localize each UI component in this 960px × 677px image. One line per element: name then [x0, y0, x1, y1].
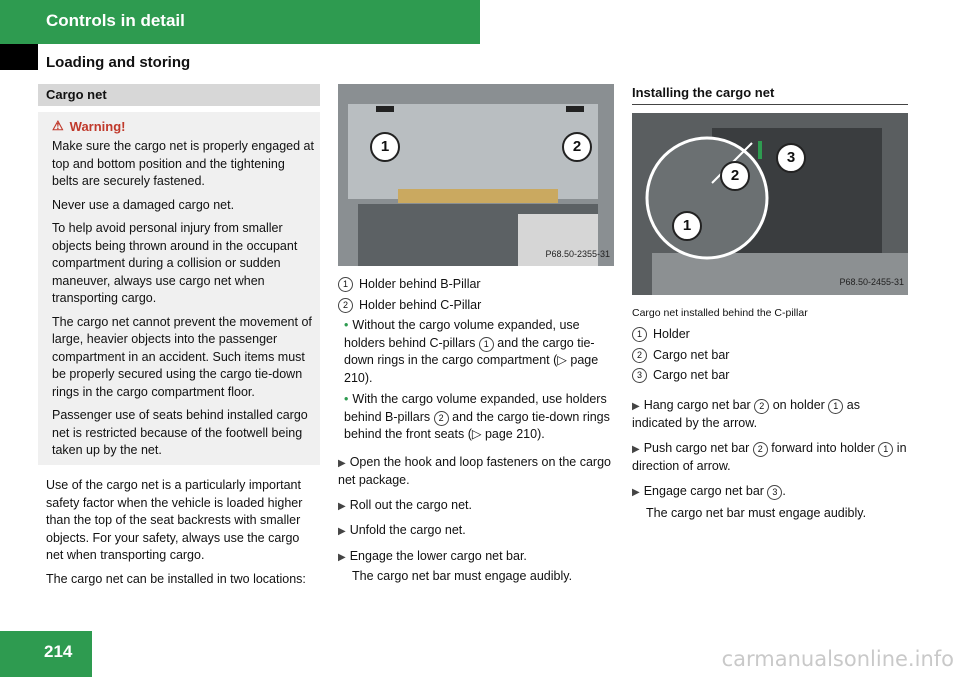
step-arrow-icon: ▶	[338, 457, 346, 469]
section-title: Loading and storing	[46, 54, 191, 71]
step-arrow-icon: ▶	[338, 551, 346, 563]
step-arrow-icon: ▶	[632, 400, 640, 412]
warning-para: To help avoid personal injury from small…	[52, 221, 298, 305]
callout-2: 2	[720, 160, 750, 191]
step-arrow-icon: ▶	[632, 443, 640, 455]
photo-code: P68.50-2455-31	[839, 277, 904, 287]
cargo-holders-illustration	[338, 84, 614, 266]
step-item: ▶Unfold the cargo net.	[338, 523, 466, 537]
cargo-net-illustration	[632, 112, 908, 295]
step-arrow-icon: ▶	[338, 500, 346, 512]
callout-2: 2	[562, 132, 592, 162]
body-para: Use of the cargo net is a particularly i…	[46, 478, 303, 562]
page-number-box: 214	[0, 631, 92, 677]
warning-label: Warning!	[69, 118, 126, 134]
chapter-title: Controls in detail	[46, 11, 185, 30]
step-item: ▶Engage cargo net bar 3.	[632, 483, 786, 500]
warning-para: Never use a damaged cargo net.	[52, 197, 235, 212]
bullet-item: With the cargo volume expanded, use hold…	[344, 391, 614, 444]
column-3: Installing the cargo net 1 2 3 P68.50-24…	[632, 84, 908, 523]
step-note: The cargo net bar must engage audibly.	[352, 569, 573, 583]
callout-3: 3	[776, 142, 806, 173]
column-1: Cargo net ⚠ Warning! Make sure the cargo…	[38, 84, 320, 594]
step-item: ▶Hang cargo net bar 2 on holder 1 as ind…	[632, 397, 860, 431]
step-arrow-icon: ▶	[632, 486, 640, 498]
warning-icon: ⚠	[52, 118, 64, 133]
section-heading: Installing the cargo net	[632, 84, 908, 105]
watermark: carmanualsonline.info	[721, 647, 954, 671]
cargo-net-photo: 1 2 3 P68.50-2455-31	[632, 112, 908, 295]
callout-1: 1	[672, 210, 702, 241]
step-item: ▶Push cargo net bar 2 forward into holde…	[632, 440, 907, 474]
step-item: ▶Engage the lower cargo net bar.	[338, 548, 527, 563]
step-item: ▶Open the hook and loop fasteners on the…	[338, 454, 612, 488]
step-item: ▶Roll out the cargo net.	[338, 497, 472, 512]
step-arrow-icon: ▶	[338, 526, 346, 537]
page-number: 214	[44, 642, 73, 661]
bullet-item: Without the cargo volume expanded, use h…	[344, 317, 614, 387]
section-marker	[0, 44, 38, 70]
cargo-holders-photo: 1 2 P68.50-2355-31	[338, 84, 614, 266]
callout-1: 1	[370, 132, 400, 162]
warning-box: ⚠ Warning! Make sure the cargo net is pr…	[38, 112, 320, 465]
warning-para: Make sure the cargo net is properly enga…	[52, 139, 314, 188]
chapter-bar: Controls in detail	[0, 0, 480, 44]
warning-para: The cargo net cannot prevent the movemen…	[52, 314, 312, 399]
body-para: The cargo net can be installed in two lo…	[46, 571, 306, 586]
warning-para: Passenger use of seats behind installed …	[52, 408, 308, 457]
step-note: The cargo net bar must engage audibly.	[646, 506, 867, 520]
cargo-net-box-title: Cargo net	[38, 84, 320, 106]
photo-code: P68.50-2355-31	[545, 248, 610, 259]
photo-caption: Cargo net installed behind the C-pillar	[632, 306, 808, 319]
